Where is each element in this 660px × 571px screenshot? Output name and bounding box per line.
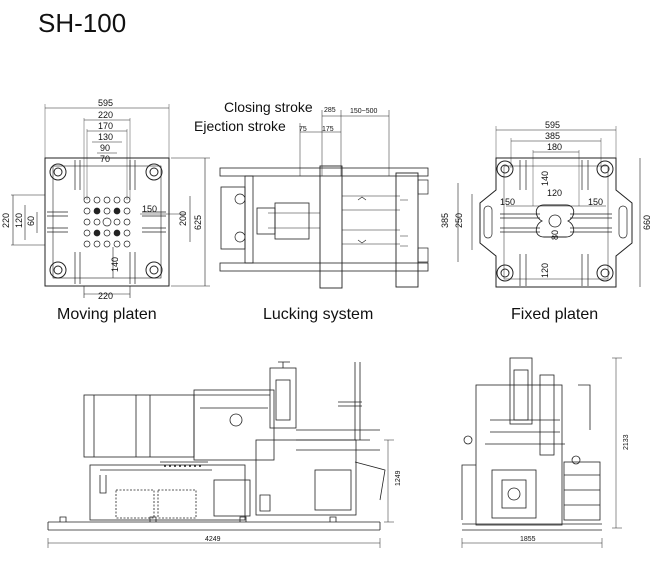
- dim-machine-width: 1855: [520, 536, 536, 543]
- dim-ejection-175: 175: [322, 126, 334, 133]
- dim-moving-170: 170: [98, 121, 113, 131]
- moving-platen-drawing: [11, 104, 210, 298]
- dim-moving-220: 220: [98, 110, 113, 120]
- dim-moving-left-120: 120: [14, 213, 24, 228]
- dim-fixed-660: 660: [642, 215, 652, 230]
- dim-moving-595: 595: [98, 98, 113, 108]
- dim-fixed-left-250: 250: [454, 213, 464, 228]
- dim-moving-bottom-220: 220: [98, 291, 113, 301]
- dim-machine-length: 4249: [205, 536, 221, 543]
- dim-moving-130: 130: [98, 132, 113, 142]
- dim-moving-200: 200: [178, 211, 188, 226]
- dim-fixed-bottom-120: 120: [540, 263, 550, 278]
- model-title: SH-100: [38, 8, 127, 38]
- dim-fixed-80: 80: [550, 230, 560, 240]
- dim-moving-left-60: 60: [26, 216, 36, 226]
- dim-moving-70: 70: [100, 154, 110, 164]
- dim-moving-150: 150: [142, 204, 157, 214]
- dim-moving-90: 90: [100, 143, 110, 153]
- machine-end-view: [461, 357, 622, 548]
- dim-fixed-385: 385: [545, 131, 560, 141]
- dim-machine-height: 1249: [395, 470, 402, 486]
- label-ejection-stroke: Ejection stroke: [194, 118, 286, 134]
- dim-fixed-140: 140: [540, 171, 550, 186]
- dim-fixed-180: 180: [547, 142, 562, 152]
- dim-fixed-left-150: 150: [500, 197, 515, 207]
- caption-locking-system: Lucking system: [263, 306, 374, 323]
- caption-fixed-platen: Fixed platen: [511, 306, 599, 323]
- dim-fixed-120: 120: [547, 188, 562, 198]
- label-closing-stroke: Closing stroke: [224, 99, 313, 115]
- dim-ejection-75: 75: [299, 126, 307, 133]
- dim-closing-285: 285: [324, 107, 336, 114]
- dim-fixed-595: 595: [545, 120, 560, 130]
- dim-moving-left-220: 220: [1, 213, 11, 228]
- machine-side-view: [47, 361, 394, 548]
- dim-fixed-right-150: 150: [588, 197, 603, 207]
- dim-fixed-left-385: 385: [440, 213, 450, 228]
- locking-system-drawing: [219, 110, 429, 289]
- caption-moving-platen: Moving platen: [57, 306, 157, 323]
- dim-closing-150-500: 150~500: [350, 108, 378, 115]
- dim-moving-140: 140: [110, 257, 120, 272]
- fixed-platen-drawing: [457, 126, 641, 288]
- dim-machine-total-height: 2133: [623, 434, 630, 450]
- dim-moving-625: 625: [193, 215, 203, 230]
